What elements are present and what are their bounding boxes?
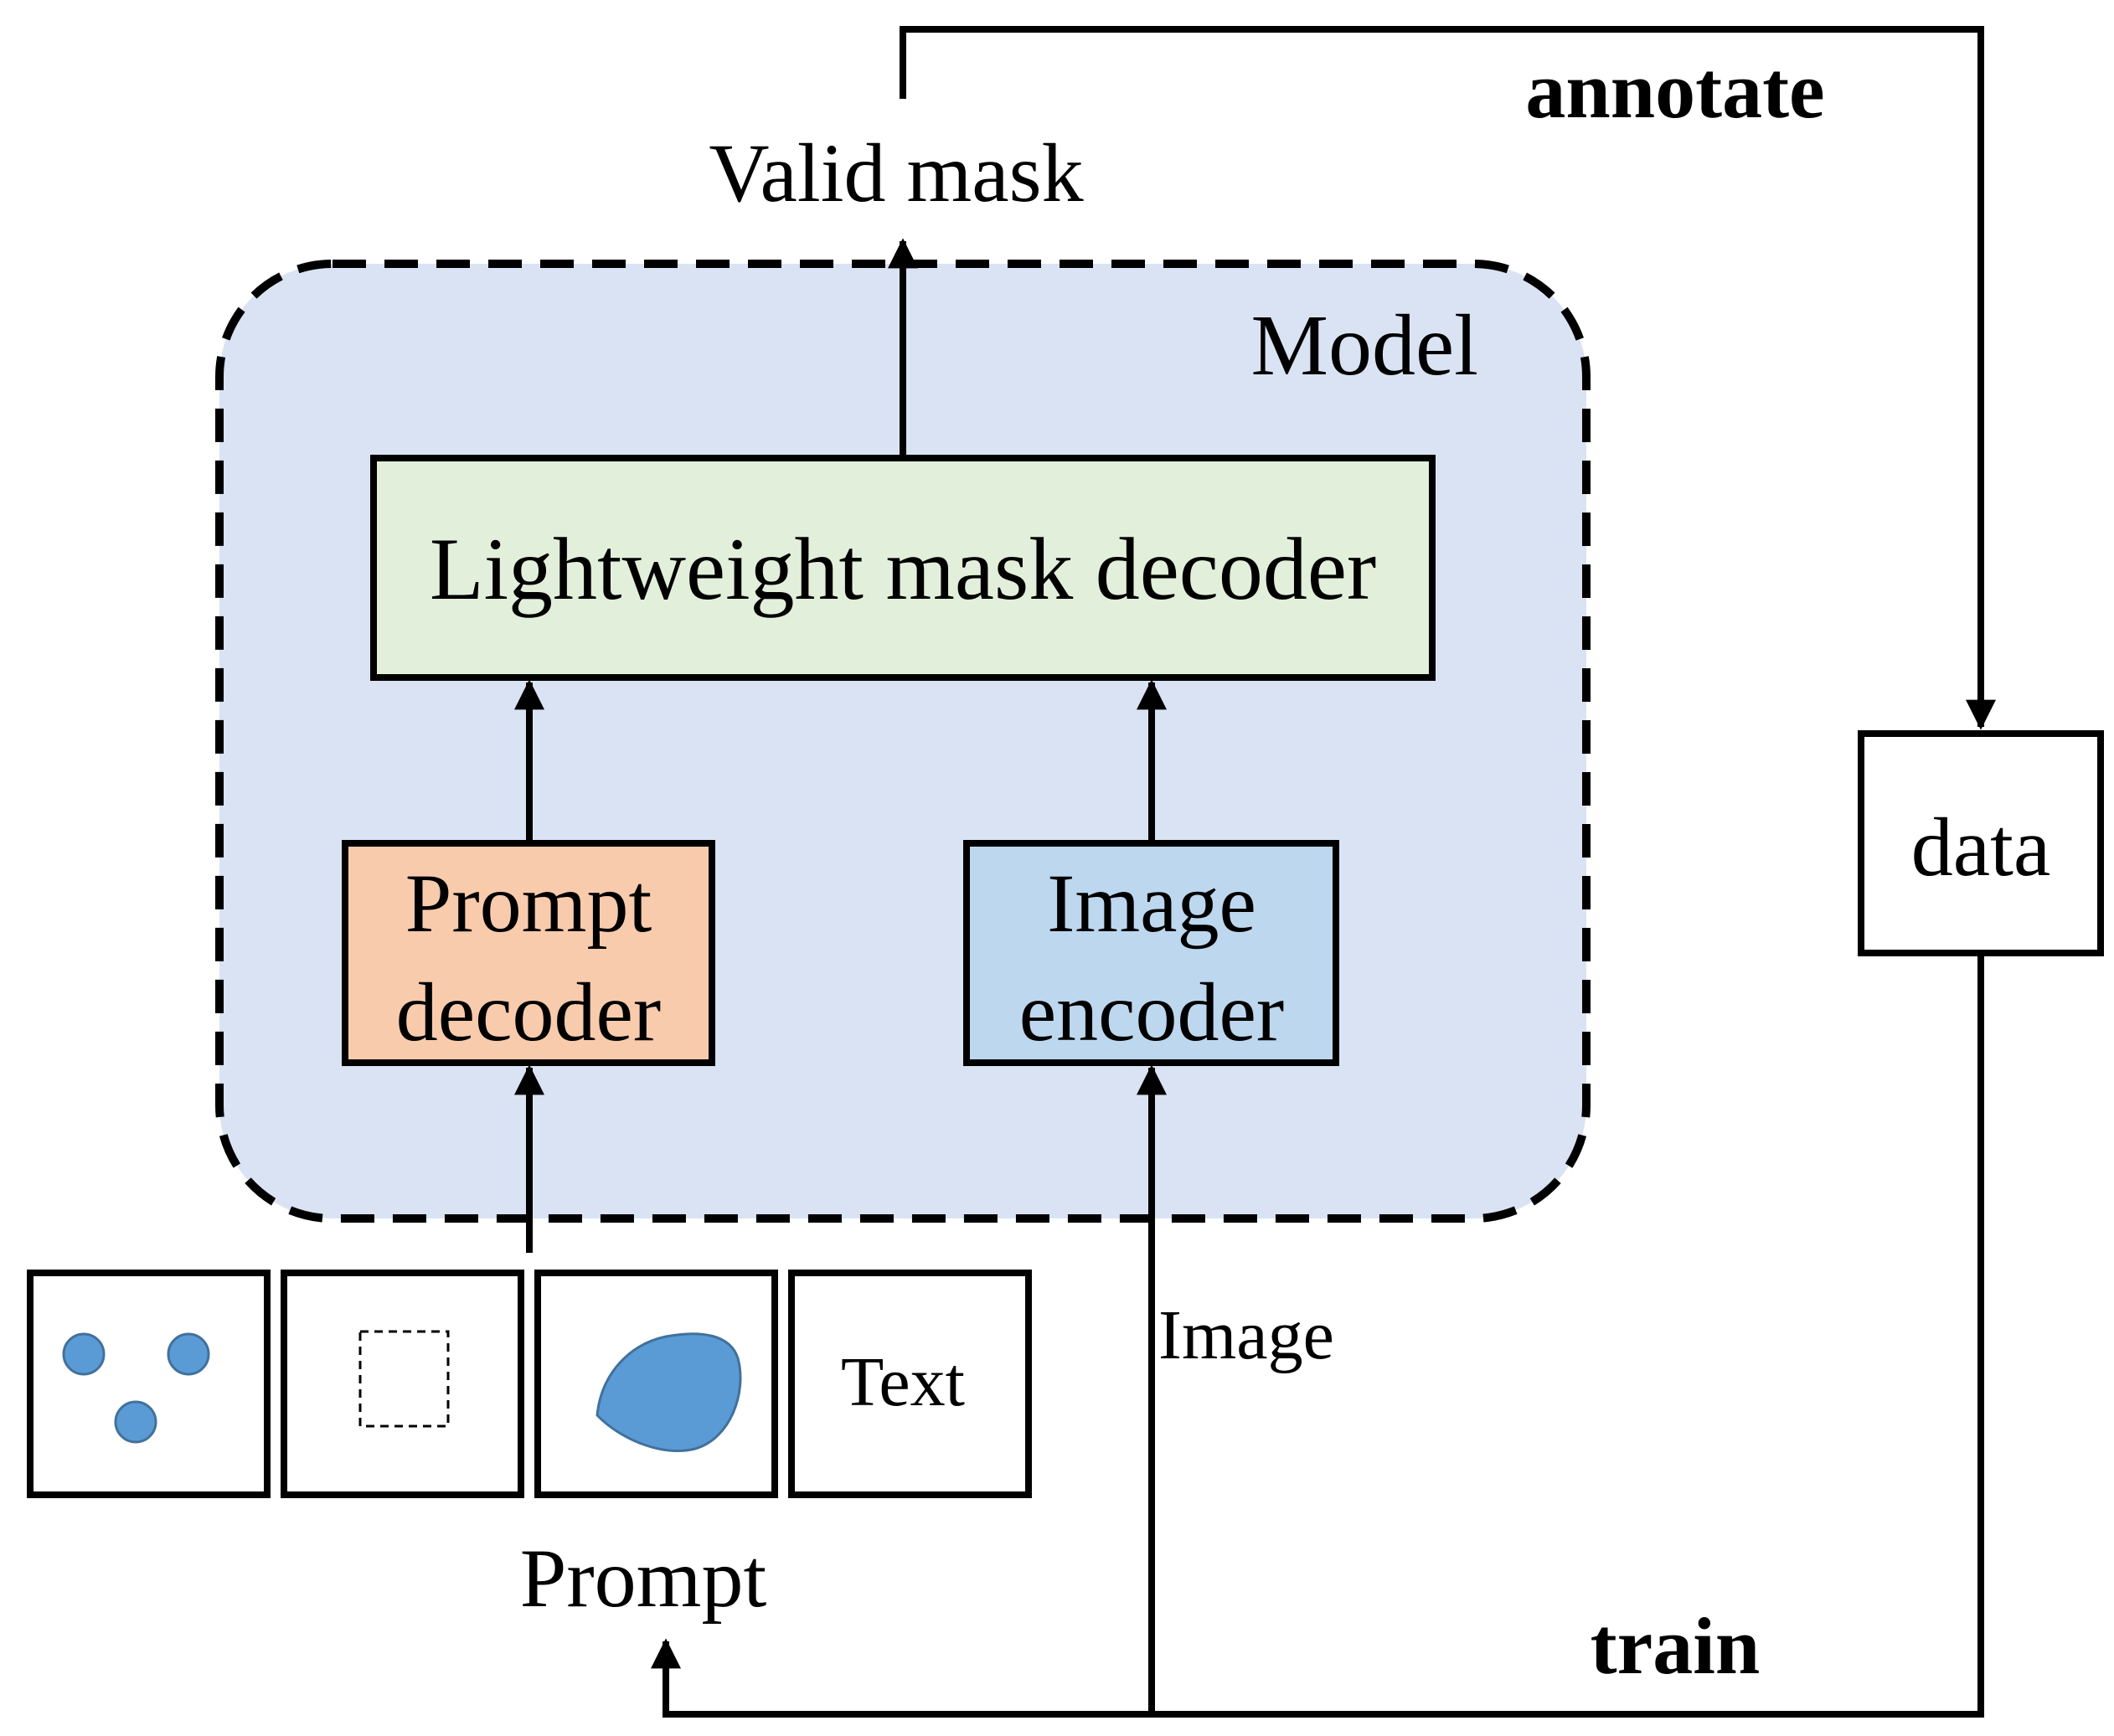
text-prompt-box: [788, 1270, 1032, 1498]
mask-decoder-label: Lightweight mask decoder: [430, 520, 1376, 618]
image-encoder-label-line2: encoder: [1019, 966, 1284, 1059]
data-label: data: [1911, 801, 2051, 894]
train-arrow: [651, 953, 1984, 1718]
prompt-decoder-label-line1: Prompt: [405, 857, 652, 950]
points-prompt-icon: [62, 1332, 210, 1444]
box-prompt-icon: [358, 1330, 450, 1428]
text-prompt-label: Text: [841, 1343, 965, 1421]
prompt-label: Prompt: [520, 1532, 767, 1625]
box-prompt-box: [281, 1270, 524, 1498]
annotate-label: annotate: [1525, 45, 1824, 135]
image-encoder-box: [963, 840, 1339, 1066]
valid-mask-label: Valid mask: [709, 126, 1083, 219]
annotate-arrow: [900, 26, 1996, 730]
prompt-decoder-box: [342, 840, 715, 1066]
mask-prompt-icon: [596, 1332, 742, 1452]
points-prompt-box: [27, 1270, 271, 1498]
mask-decoder-box: [370, 455, 1436, 681]
image-encoder-label-line1: Image: [1047, 857, 1256, 950]
data-box: [1858, 730, 2104, 956]
train-label: train: [1591, 1601, 1761, 1691]
model-label: Model: [1250, 297, 1478, 394]
prompt-decoder-label-line2: decoder: [396, 966, 661, 1059]
image-input-label: Image: [1158, 1296, 1334, 1374]
